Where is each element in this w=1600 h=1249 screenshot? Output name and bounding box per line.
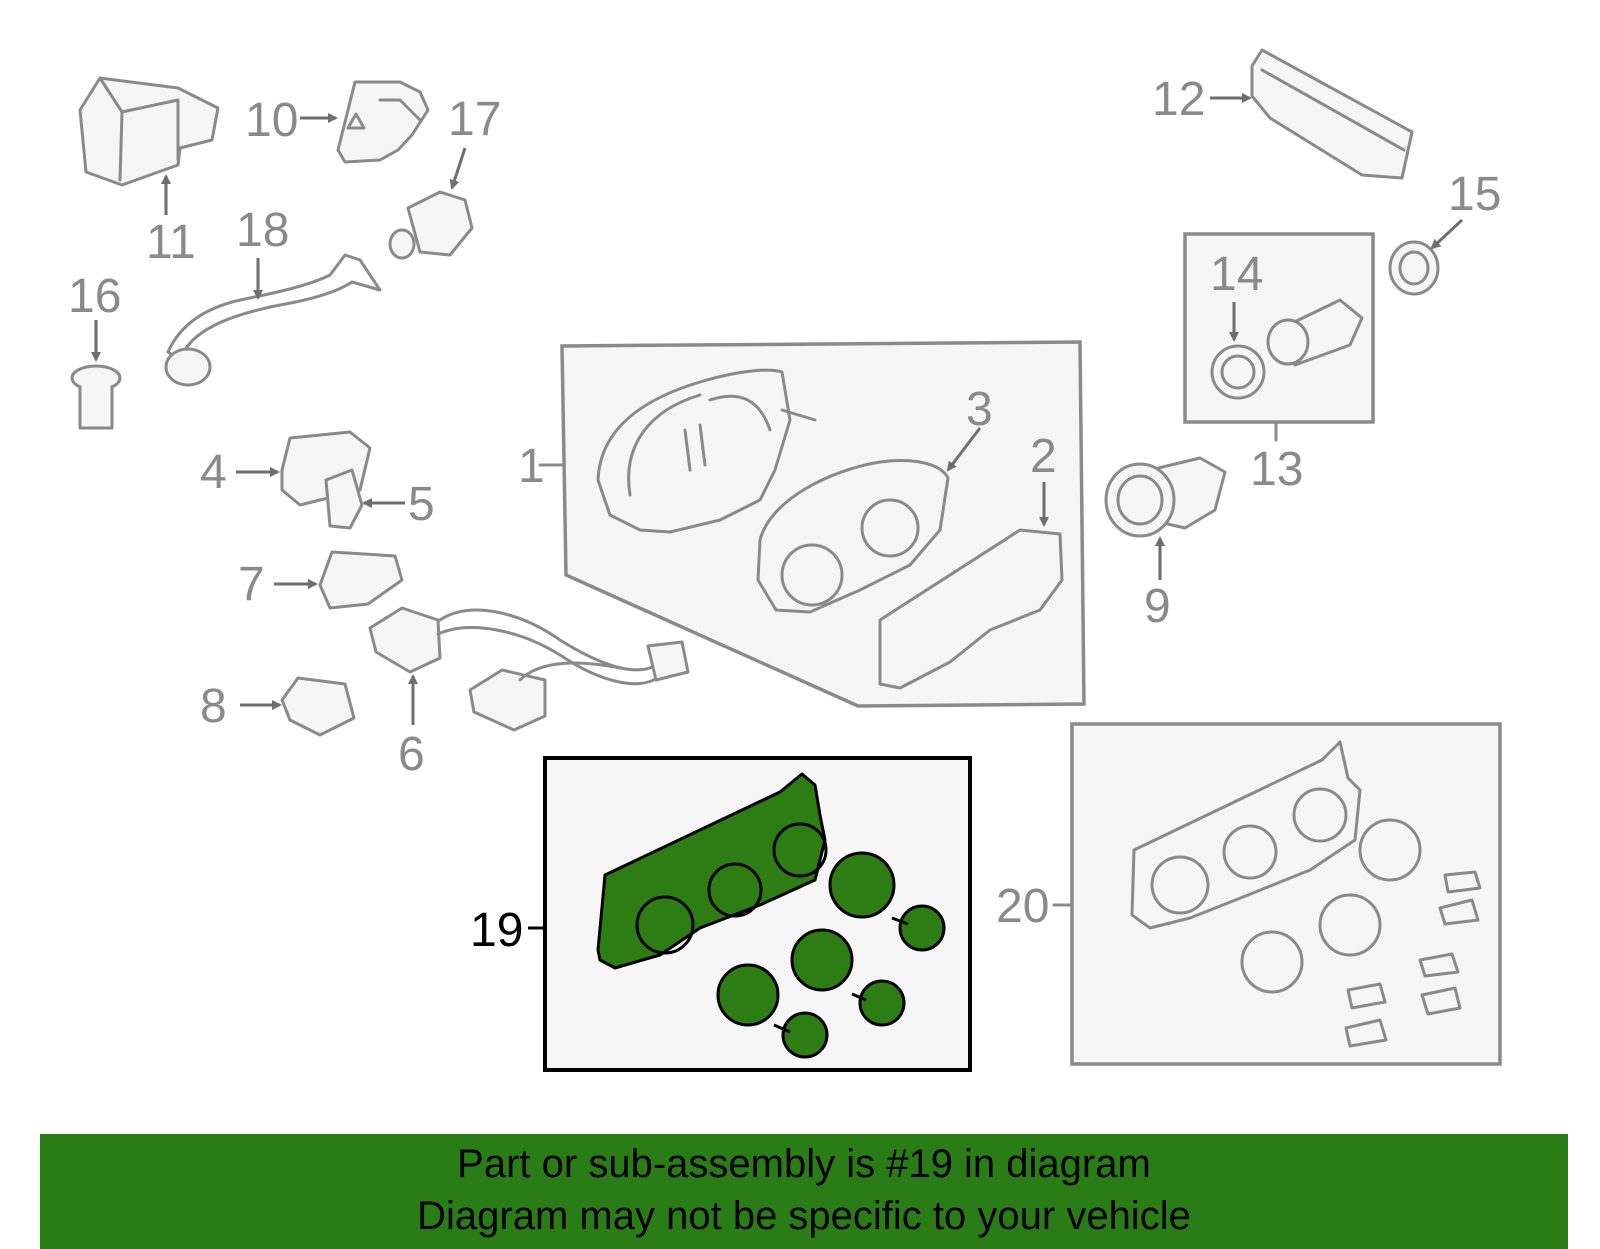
callout-13: 13 [1250,443,1303,496]
callout-5: 5 [408,478,435,531]
callout-14: 14 [1210,248,1263,301]
callout-18: 18 [236,204,289,257]
callout-1: 1 [518,440,545,493]
callout-12: 12 [1152,73,1205,126]
callout-19: 19 [470,904,523,957]
part-1-cluster-assembly-box[interactable] [560,340,1086,708]
part-20-control-assembly-box[interactable] [1070,722,1502,1066]
info-banner: Part or sub-assembly is #19 in diagram D… [40,1134,1568,1249]
callout-3: 3 [966,383,993,436]
part-16-clip[interactable] [70,364,122,430]
part-18-wiring-hose[interactable] [164,253,382,387]
callout-17: 17 [448,93,501,146]
part-6-wiring-harness[interactable] [368,606,690,732]
callout-2: 2 [1030,430,1057,483]
callout-6: 6 [398,728,425,781]
part-17-sensor[interactable] [388,190,474,260]
part-10-hazard-switch[interactable] [336,80,430,164]
callout-16: 16 [68,270,121,323]
part-11-switch-housing[interactable] [78,76,220,187]
callout-15: 15 [1448,168,1501,221]
callout-4: 4 [200,446,227,499]
callout-10: 10 [245,94,298,147]
banner-line-part-number: Part or sub-assembly is #19 in diagram [457,1142,1151,1186]
callout-11: 11 [146,216,196,269]
callout-8: 8 [200,680,227,733]
part-9-socket[interactable] [1104,456,1227,538]
callout-9: 9 [1144,580,1171,633]
part-12-display-unit[interactable] [1250,48,1414,180]
part-15-bezel-ring[interactable] [1388,240,1440,296]
callout-20: 20 [996,880,1049,933]
part-19-highlighted-box[interactable] [543,756,972,1072]
callout-7: 7 [238,558,265,611]
part-7-switch[interactable] [318,550,404,610]
part-13-lighter-assembly-box[interactable] [1183,232,1375,424]
part-8-switch[interactable] [280,676,356,737]
banner-line-disclaimer: Diagram may not be specific to your vehi… [417,1194,1191,1238]
part-5-switch[interactable] [324,468,364,530]
